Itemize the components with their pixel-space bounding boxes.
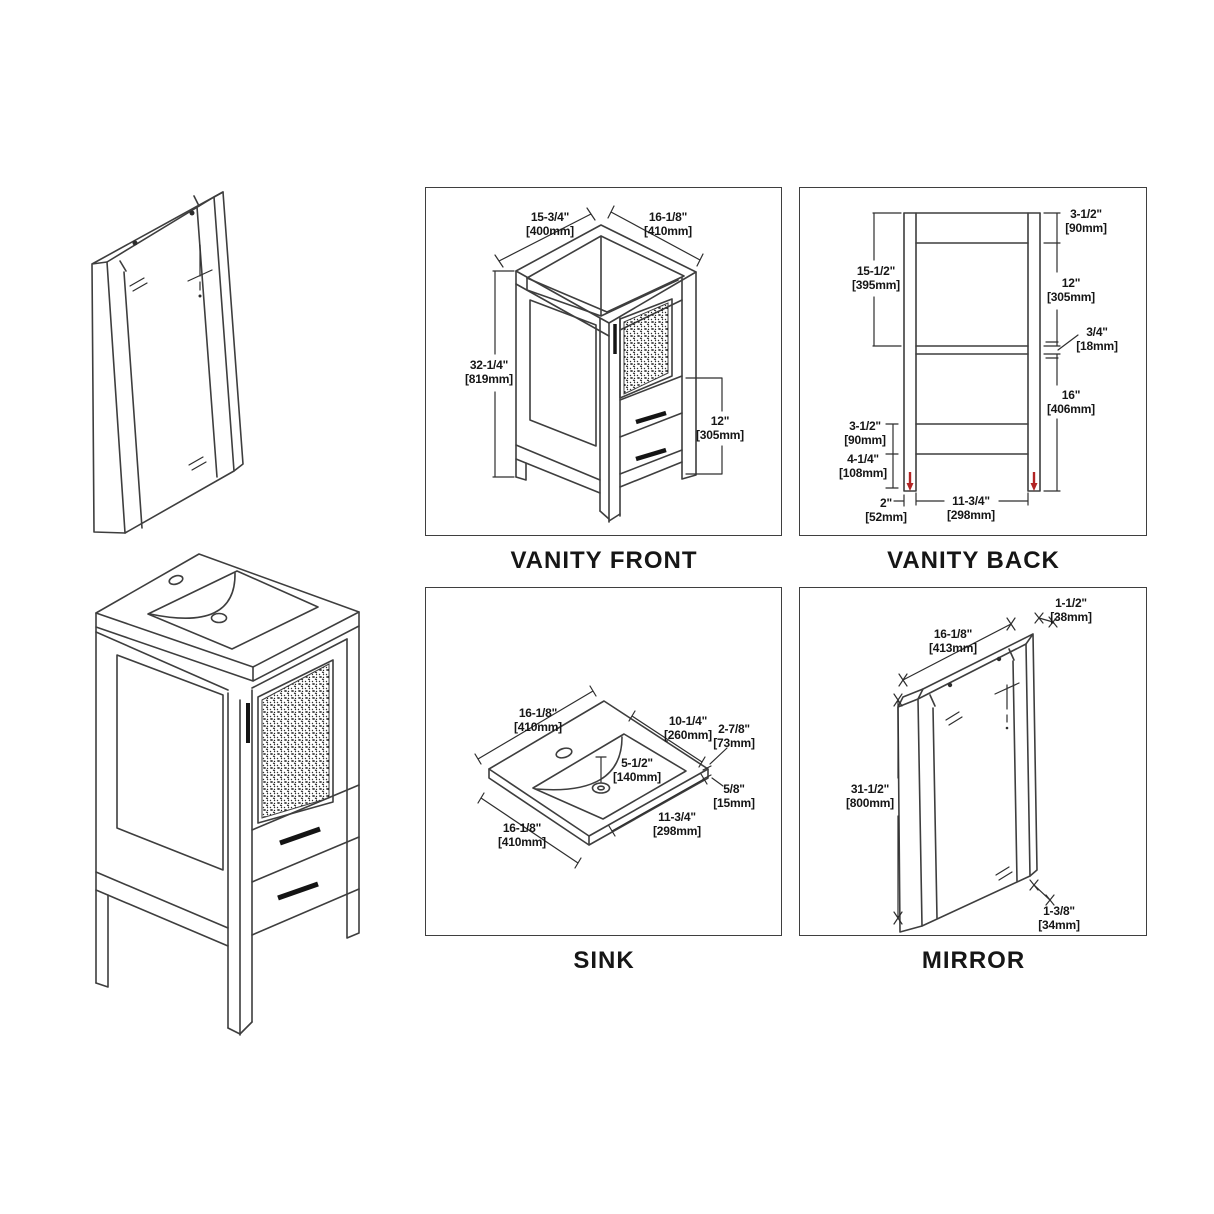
dim-label: 16-1/8"[410mm] [514, 706, 562, 734]
panel-title-sink: SINK [573, 947, 635, 974]
door-and-drawer-handles [613, 324, 667, 462]
cabinet-body [95, 625, 360, 1036]
mirror-body [91, 191, 244, 534]
panel-vanity-front: 15-3/4"[400mm] 16-1/8"[410mm] 32-1/4"[81… [425, 187, 782, 536]
glass-reflection-marks [129, 244, 213, 471]
dim-label: 31-1/2"[800mm] [846, 782, 894, 810]
drawer-handle [279, 826, 321, 846]
dimension-lines [492, 205, 723, 478]
sink-holes [555, 747, 611, 794]
glass-reflection-marks [945, 682, 1020, 881]
drain-hole [210, 612, 228, 624]
panel-sink: 16-1/8"[410mm] 10-1/4"[260mm] 2-7/8"[73m… [425, 587, 782, 936]
drain-hole [591, 782, 611, 794]
mirror-isometric-drawing [91, 191, 244, 534]
reflection-dot [1005, 726, 1009, 730]
dim-label: 32-1/4"[819mm] [465, 358, 513, 386]
mosaic-door [257, 659, 334, 824]
panel-title-vanity-front: VANITY FRONT [510, 547, 698, 574]
countertop [95, 553, 360, 682]
mirror-body [897, 633, 1038, 933]
dim-label: 16"[406mm] [1047, 388, 1095, 416]
dim-label: 5/8"[15mm] [713, 782, 755, 810]
faucet-hole [555, 747, 573, 759]
dim-label: 16-1/8"[410mm] [498, 821, 546, 849]
dim-label: 3-1/2"[90mm] [1065, 207, 1107, 235]
sink-drawing [474, 685, 728, 869]
mirror-screw-dots [132, 210, 195, 246]
panel-mirror: 16-1/8"[413mm] 1-1/2"[38mm] 31-1/2"[800m… [799, 587, 1147, 936]
cabinet-outline [515, 224, 697, 523]
dim-label: 2"[52mm] [865, 496, 907, 524]
dim-label: 11-3/4"[298mm] [653, 810, 701, 838]
drawer-handle [635, 410, 667, 425]
vanity-isometric-drawing [95, 553, 360, 1036]
dim-label: 12"[305mm] [1047, 276, 1095, 304]
drawer-handle [635, 447, 667, 462]
mosaic-door [619, 298, 673, 399]
dim-label: 1-3/8"[34mm] [1038, 904, 1080, 932]
dim-label: 16-1/8"[413mm] [929, 627, 977, 655]
faucet-hole [168, 574, 184, 586]
panel-title-vanity-back: VANITY BACK [887, 547, 1060, 574]
sink-holes [168, 574, 228, 624]
dim-label: 11-3/4"[298mm] [947, 494, 995, 522]
vanity-back-drawing [872, 212, 1079, 507]
vanity-front-drawing [492, 205, 723, 523]
back-frame [903, 212, 1041, 492]
mirror-screw-dots [947, 656, 1002, 688]
dimension-lines [893, 612, 1058, 925]
mirror-drawing [893, 612, 1058, 933]
reflection-dot [198, 294, 202, 298]
panel-title-mirror: MIRROR [921, 947, 1026, 974]
mosaic-glass-panel [261, 663, 330, 819]
dim-label: 5-1/2"[140mm] [613, 756, 661, 784]
dim-label: 1-1/2"[38mm] [1050, 596, 1092, 624]
drawer-handle [277, 881, 319, 901]
mosaic-glass-panel [623, 302, 669, 395]
drain-inner [597, 785, 606, 791]
dim-label: 10-1/4"[260mm] [664, 714, 712, 742]
dim-label: 2-7/8"[73mm] [713, 722, 755, 750]
dim-label: 3-1/2"[90mm] [844, 419, 886, 447]
red-arrow-icon [906, 472, 1038, 491]
door-and-drawer-handles [246, 703, 321, 901]
dim-label: 16-1/8"[410mm] [644, 210, 692, 238]
dim-label: 15-1/2"[395mm] [852, 264, 900, 292]
panel-vanity-back: 3-1/2"[90mm] 12"[305mm] 3/4"[18mm] 16"[4… [799, 187, 1147, 536]
dimension-lines [872, 212, 1079, 507]
dim-label: 4-1/4"[108mm] [839, 452, 887, 480]
dim-label: 15-3/4"[400mm] [526, 210, 574, 238]
dimension-lines [474, 685, 728, 869]
dim-label: 3/4"[18mm] [1076, 325, 1118, 353]
dim-label: 12"[305mm] [696, 414, 744, 442]
